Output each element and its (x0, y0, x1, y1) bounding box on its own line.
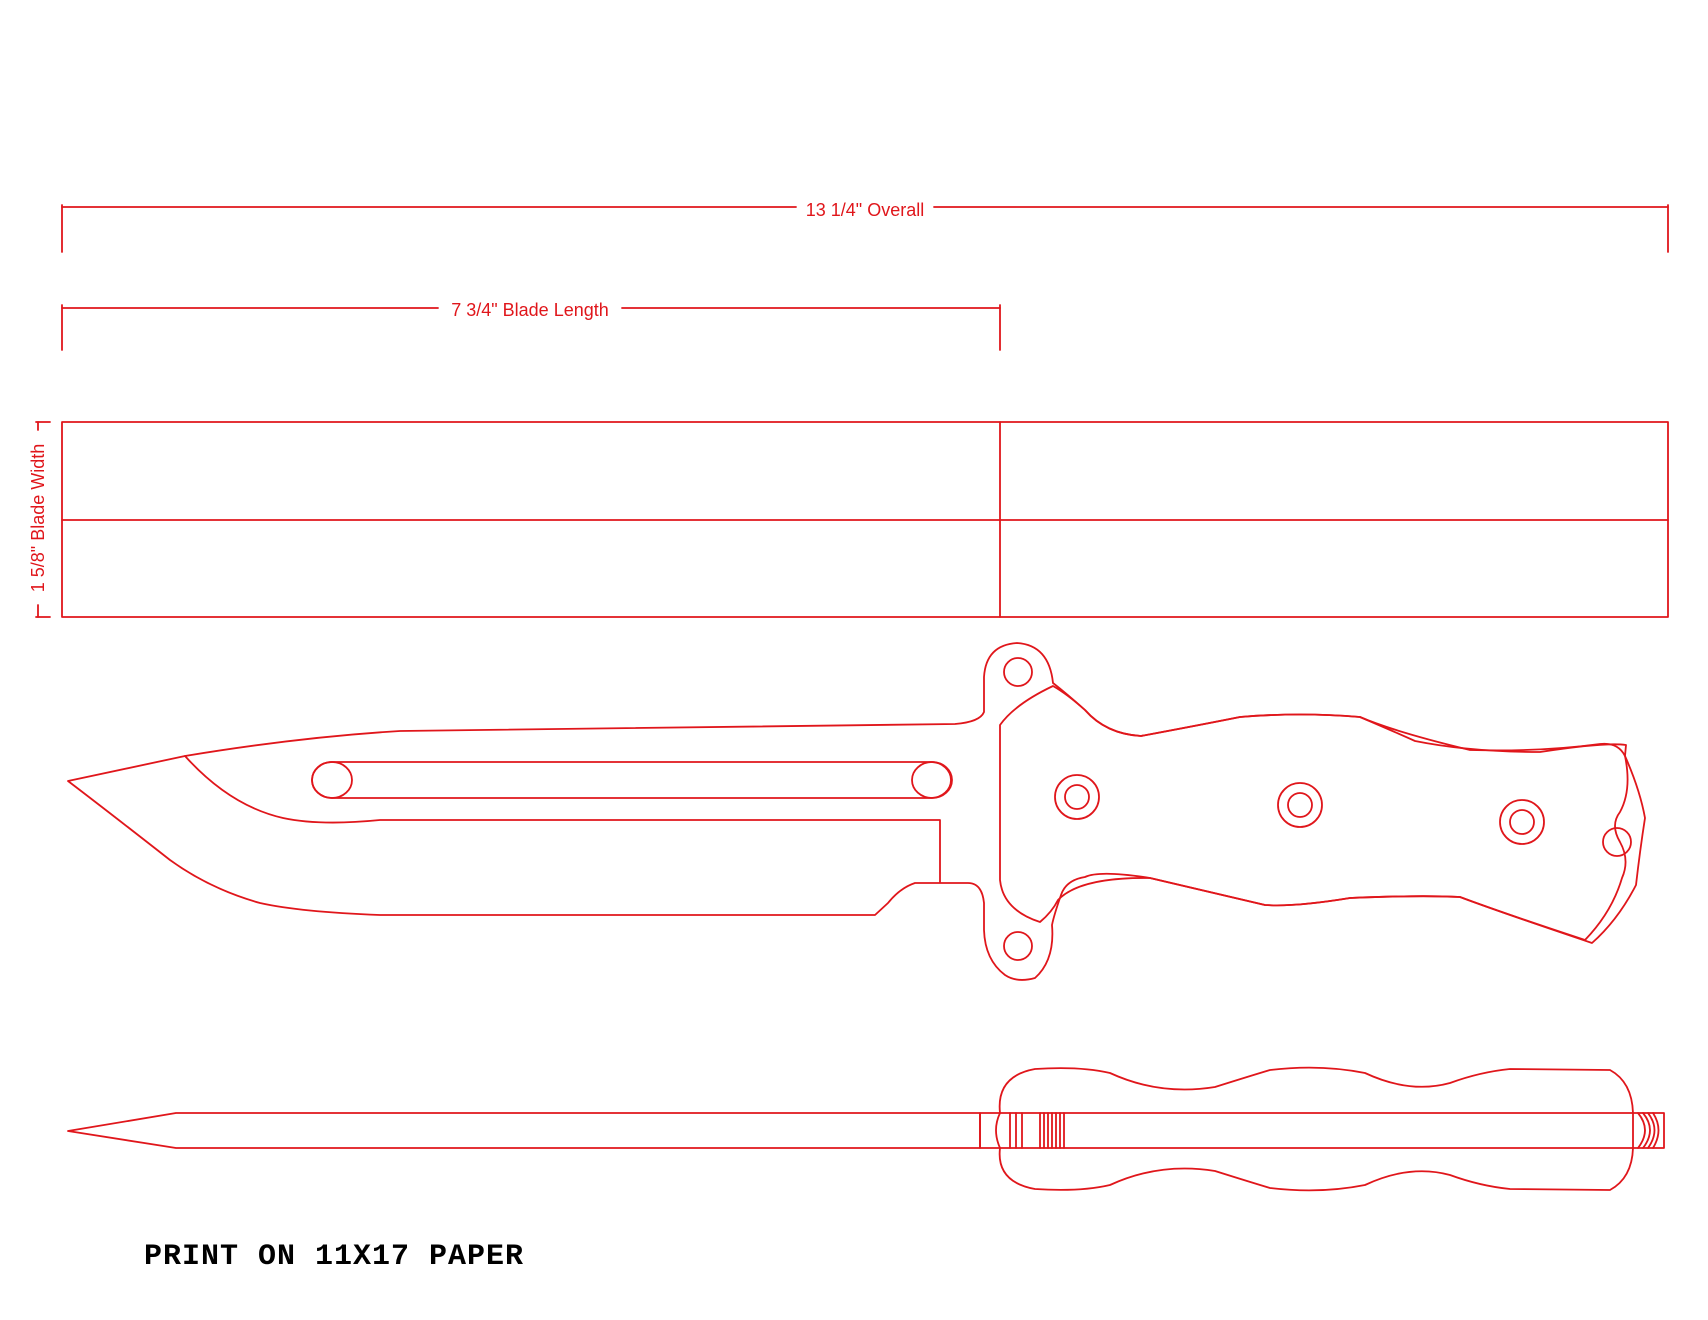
blade-slot-end-left (311, 761, 353, 799)
handle-pin-2-outer (1277, 782, 1323, 828)
blade-grind-line (184, 755, 941, 883)
blade-slot (311, 761, 952, 799)
blade-width-label: 1 5/8" Blade Width (28, 444, 48, 592)
overall-dimension-label: 13 1/4" Overall (806, 200, 924, 220)
handle-pin-3-inner (1509, 809, 1535, 835)
lanyard-hole (1602, 827, 1632, 857)
knife-side-outline (67, 642, 1646, 981)
handle-pin-1-outer (1054, 774, 1100, 820)
blade-width-dimension: 1 5/8" Blade Width (28, 421, 51, 618)
spine-guard-lines (1009, 1112, 1065, 1149)
knife-side-profile (67, 642, 1646, 981)
handle-pin-3-outer (1499, 799, 1545, 845)
guard-hole-top (1003, 657, 1033, 687)
spine-blade (67, 1112, 981, 1149)
spine-pommel-arcs (1637, 1112, 1660, 1149)
blade-slot-end-right (911, 761, 953, 799)
spine-handle-scales (995, 1066, 1634, 1192)
handle-pin-1-inner (1064, 784, 1090, 810)
blade-length-label: 7 3/4" Blade Length (451, 300, 609, 320)
handle-scale-outline (999, 685, 1629, 941)
overall-dimension: 13 1/4" Overall (61, 200, 1669, 253)
print-instruction-note: PRINT ON 11X17 PAPER (144, 1240, 525, 1274)
handle-pin-2-inner (1287, 792, 1313, 818)
blade-length-dimension: 7 3/4" Blade Length (61, 300, 1001, 351)
steel-stock-grid (61, 421, 1669, 618)
spine-tang (979, 1112, 1665, 1149)
guard-hole-bottom (1003, 931, 1033, 961)
knife-top-view (67, 1066, 1665, 1192)
